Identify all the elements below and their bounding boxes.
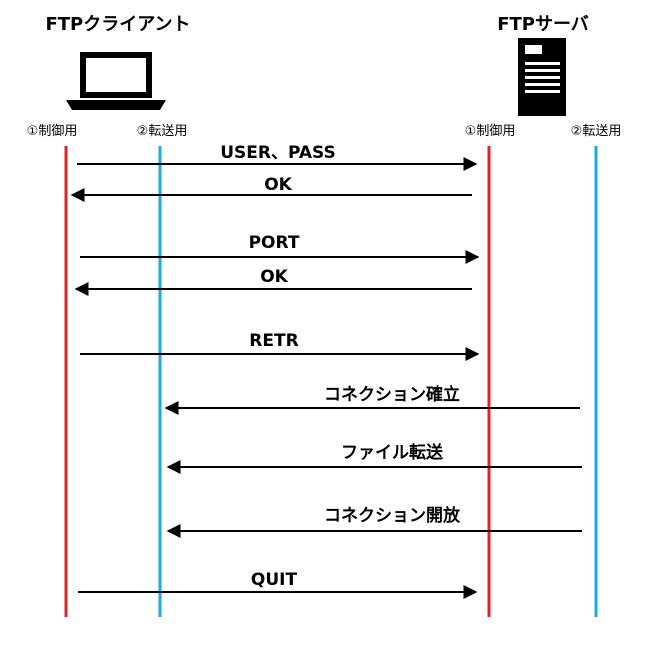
message-label: QUIT [251,570,298,590]
message-label: OK [260,267,288,287]
message-label: ファイル転送 [341,442,444,463]
message-label: OK [264,175,292,195]
message-ok-1: OK [70,175,472,202]
client-control-label: ①制御用 [27,124,78,139]
message-connection-release: コネクション開放 [166,505,582,538]
message-label: PORT [249,233,300,253]
message-label: USER、PASS [220,143,336,163]
client-transfer-label: ②転送用 [137,124,188,139]
server-transfer-label: ②転送用 [571,124,622,139]
message-quit: QUIT [78,570,478,599]
message-label: コネクション開放 [324,505,461,526]
laptop-icon [66,52,166,110]
message-connection-establish: コネクション確立 [164,384,580,415]
message-port: PORT [80,233,480,264]
message-user-pass: USER、PASS [77,143,478,171]
message-file-transfer: ファイル転送 [166,442,582,474]
message-retr: RETR [80,331,480,361]
client-title: FTPクライアント [45,14,190,35]
message-label: コネクション確立 [324,384,460,405]
server-title: FTPサーバ [497,14,589,35]
server-icon [518,38,566,116]
server-control-label: ①制御用 [465,124,516,139]
message-label: RETR [249,331,298,351]
message-ok-2: OK [74,267,472,296]
